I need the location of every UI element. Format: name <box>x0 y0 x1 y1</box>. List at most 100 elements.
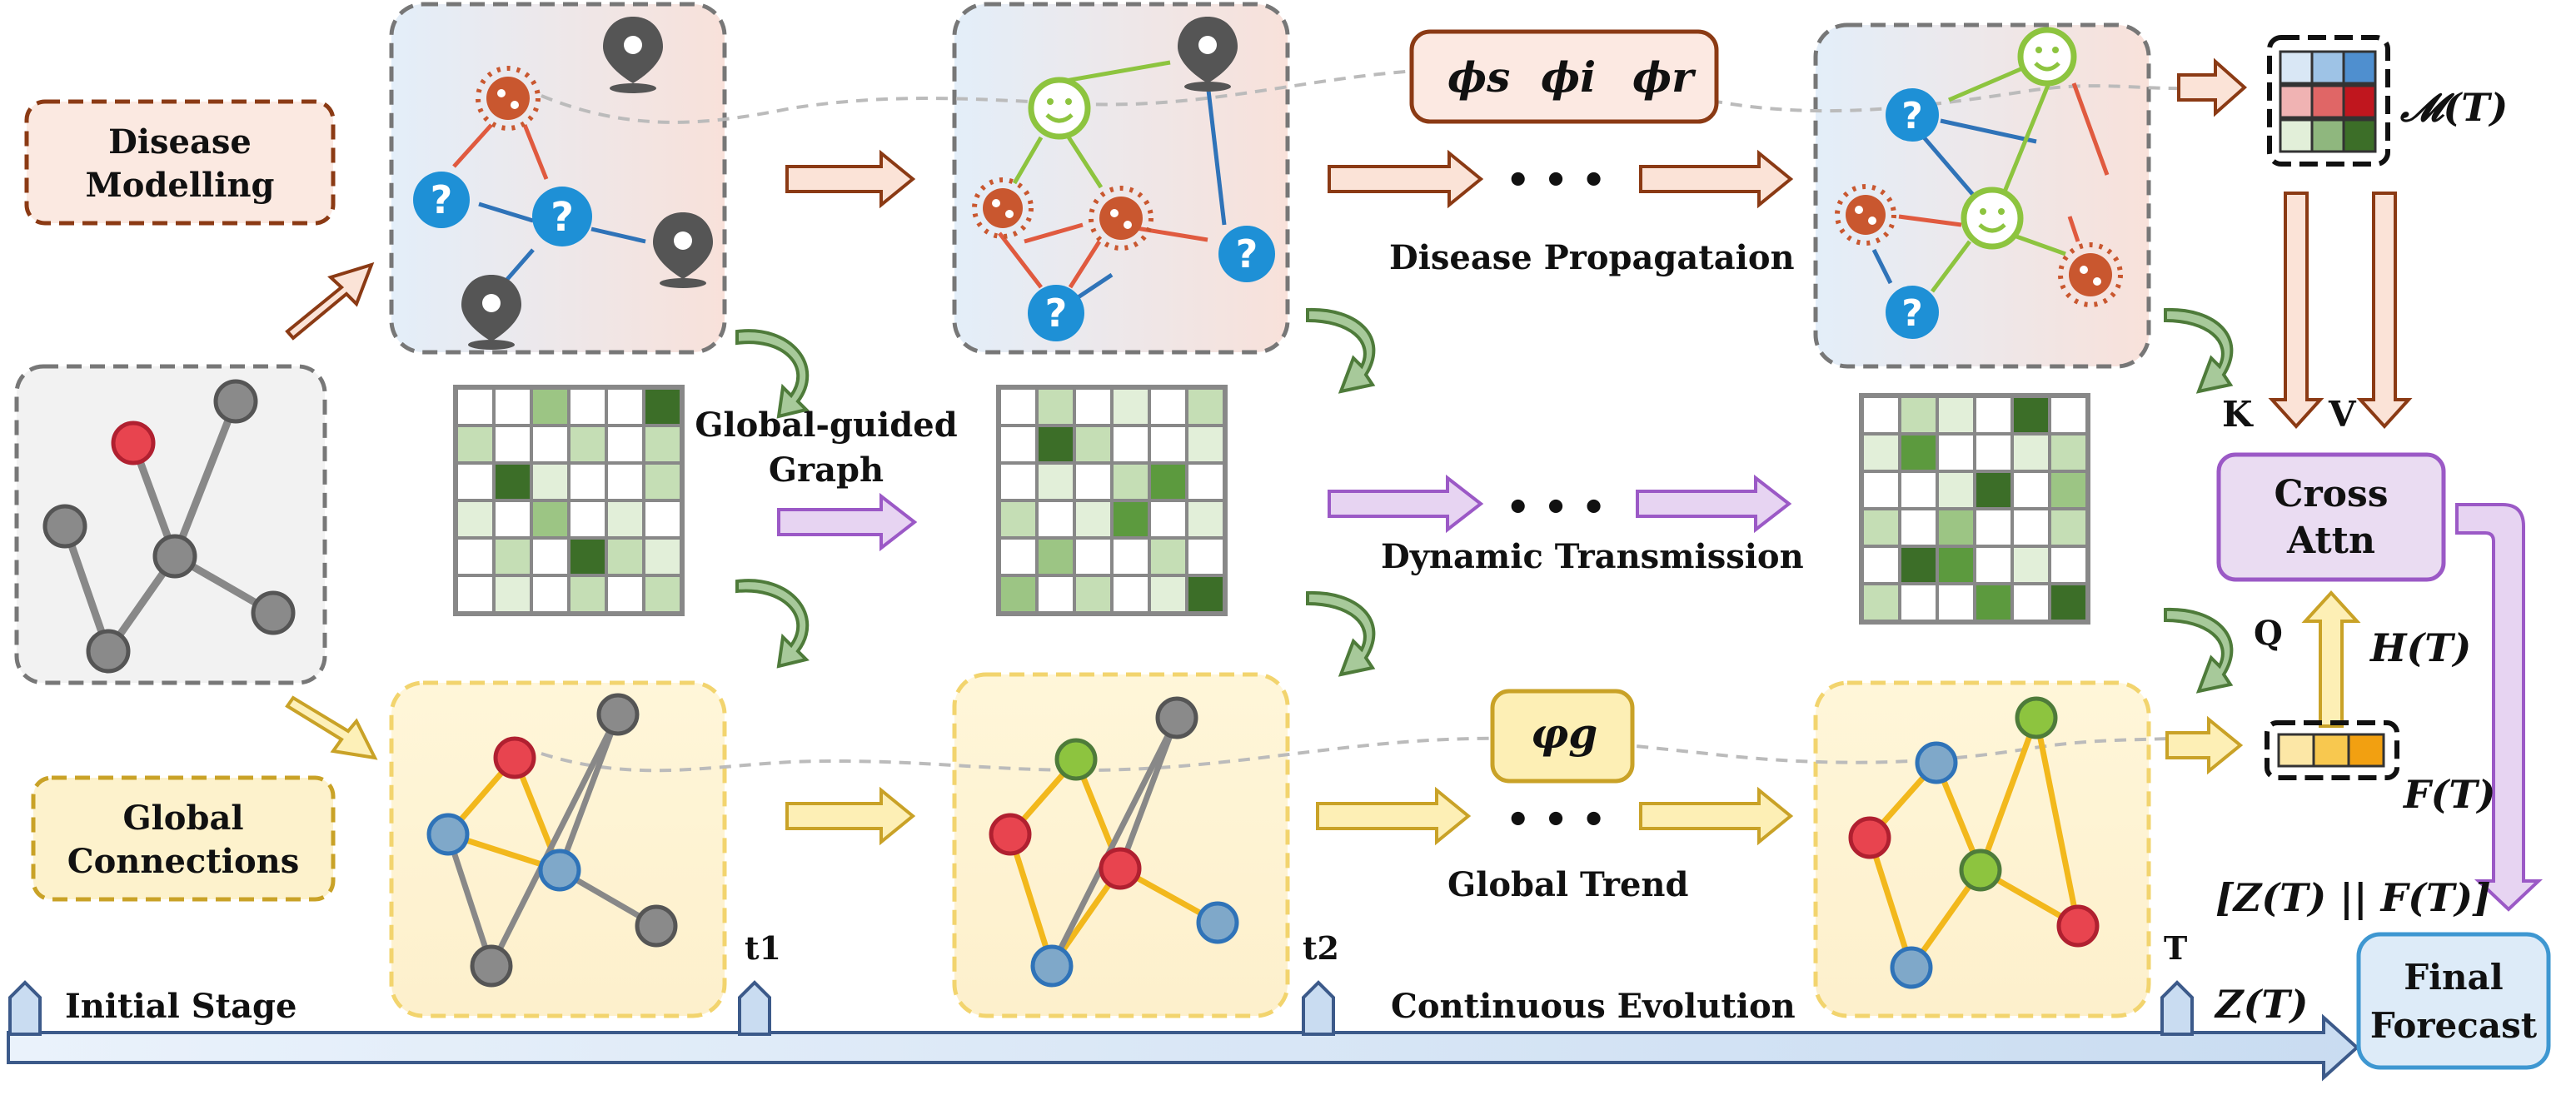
T-label: T <box>2164 929 2187 967</box>
matrix-cell <box>1039 427 1073 461</box>
global-trend-label: Global Trend <box>1447 865 1689 904</box>
initial-graph <box>14 364 327 685</box>
disease-panel-2 <box>952 2 1290 355</box>
svg-text:?: ? <box>431 177 453 222</box>
matrix-cell <box>1151 502 1185 536</box>
matrix-cell <box>1001 390 1035 424</box>
matrix-cell <box>1901 510 1936 545</box>
matrix-cell <box>1114 502 1148 536</box>
f-vector <box>2265 720 2399 780</box>
matrix-cell <box>1151 577 1185 611</box>
global-graph-3 <box>1848 696 2100 989</box>
global-row-arrows <box>785 715 2244 846</box>
matrix-cell <box>1001 502 1035 536</box>
matrix-cell <box>645 427 680 461</box>
question-icon: ? <box>1886 286 1939 339</box>
m-matrix <box>2267 35 2390 167</box>
matrix-cell <box>1076 427 1110 461</box>
k-label: K <box>2222 394 2254 435</box>
phi-i-symbol: ϕi <box>1541 52 1596 102</box>
question-icon: ? <box>1028 285 1084 341</box>
matrix-cell <box>1864 436 1898 470</box>
location-pin-icon <box>1178 17 1238 92</box>
matrix-cell <box>1076 502 1110 536</box>
matrix-cell <box>1039 577 1073 611</box>
location-pin-icon <box>603 17 663 93</box>
matrix-cell <box>1939 436 1973 470</box>
matrix-cell <box>1114 540 1148 574</box>
matrix-cell <box>1901 473 1936 507</box>
svg-text:?: ? <box>1236 231 1258 276</box>
matrix-cell <box>1114 427 1148 461</box>
matrix-cell <box>2051 510 2085 545</box>
matrix-cell <box>533 540 567 574</box>
global-guided-graph-label-2: Graph <box>769 450 884 490</box>
matrix-cell <box>1001 577 1035 611</box>
timeline-marker-t1 <box>738 980 771 1036</box>
matrix-cell <box>496 465 530 499</box>
disease-panel-2-edges <box>998 60 1227 302</box>
global-connections-label-2: Connections <box>67 842 299 881</box>
matrix-cell <box>2014 585 2048 620</box>
svg-text:?: ? <box>551 194 574 241</box>
matrix-cell <box>645 502 680 536</box>
location-pin-icon <box>653 212 713 288</box>
virus-icon <box>972 177 1034 239</box>
question-icon: ? <box>1886 88 1939 142</box>
transmission-matrix-3 <box>1859 393 2090 625</box>
matrix-cell <box>2051 436 2085 470</box>
disease-modelling-label-2: Modelling <box>85 166 274 205</box>
final-forecast-box: Final Forecast <box>2356 932 2551 1070</box>
global-connections-label-1: Global <box>122 799 243 838</box>
final-forecast-label-1: Final <box>2404 957 2503 998</box>
matrix-cell <box>1864 398 1898 432</box>
matrix-cell <box>1976 548 2010 582</box>
z-t-label: Z(T) <box>2214 982 2308 1027</box>
global-guided-graph-label-1: Global-guided <box>695 406 957 445</box>
timeline-marker-initial <box>8 980 42 1036</box>
matrix-cell <box>1976 473 2010 507</box>
matrix-cell <box>496 502 530 536</box>
matrix-cell <box>1001 540 1035 574</box>
disease-panel-1-edges <box>452 123 646 285</box>
timeline <box>7 980 2359 1082</box>
matrix-cell <box>1188 427 1223 461</box>
svg-text:?: ? <box>1901 292 1923 335</box>
timeline-marker-t2 <box>1302 980 1335 1036</box>
virus-icon <box>1835 184 1896 246</box>
matrix-cell <box>571 502 605 536</box>
matrix-cell <box>458 540 492 574</box>
matrix-cell <box>458 427 492 461</box>
disease-propagation-label: Disease Propagataion <box>1389 238 1795 277</box>
cross-attn-box: Cross Attn <box>2216 452 2446 582</box>
location-pin-icon <box>461 275 521 350</box>
h-t-label: H(T) <box>2369 625 2471 670</box>
matrix-cell <box>1114 390 1148 424</box>
matrix-cell <box>533 577 567 611</box>
arrow-initial-to-global <box>285 695 378 760</box>
matrix-cell <box>1864 548 1898 582</box>
global-graph-2 <box>989 696 1239 988</box>
kv-arrows <box>2268 192 2413 429</box>
matrix-cell <box>608 502 642 536</box>
matrix-cell <box>1188 577 1223 611</box>
matrix-cell <box>496 390 530 424</box>
arrow-initial-to-disease <box>285 261 375 341</box>
global-graph-1 <box>426 693 678 988</box>
matrix-cell <box>1151 390 1185 424</box>
matrix-cell <box>1901 398 1936 432</box>
matrix-cell <box>608 540 642 574</box>
matrix-cell <box>1901 548 1936 582</box>
global-connections-box: Global Connections <box>31 775 336 902</box>
cross-attn-label-2: Attn <box>2286 520 2375 562</box>
transmission-matrix-2 <box>996 385 1228 616</box>
t1-label: t1 <box>745 929 781 967</box>
matrix-cell <box>645 465 680 499</box>
matrix-cell <box>1864 585 1898 620</box>
matrix-cell <box>1039 390 1073 424</box>
varphi-box: φg <box>1490 689 1635 784</box>
matrix-cell <box>1151 540 1185 574</box>
phi-r-symbol: ϕr <box>1632 52 1697 102</box>
matrix-cell <box>1001 465 1035 499</box>
